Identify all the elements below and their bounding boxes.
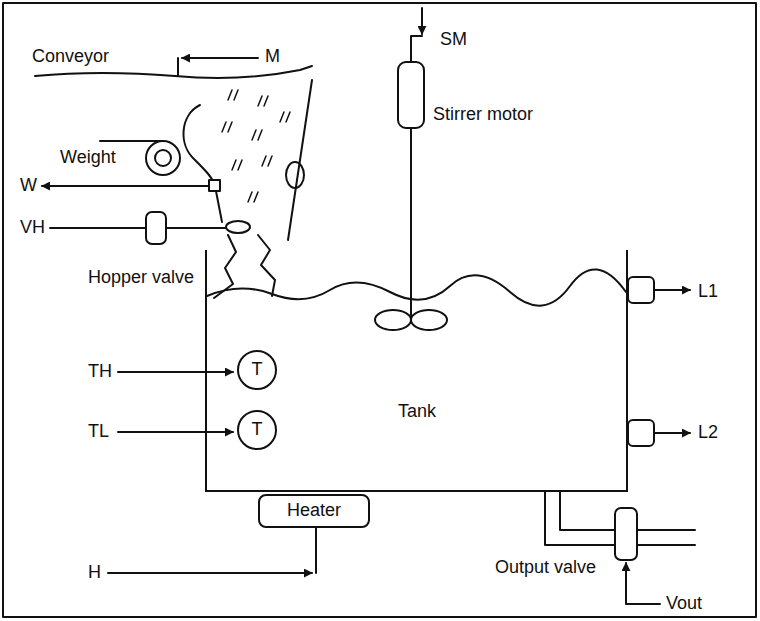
signal-label: Hopper valve (88, 268, 194, 288)
tank-vessel: TankTT (205, 250, 628, 492)
signal-arrow (654, 432, 690, 434)
weight-sensor (146, 141, 180, 175)
signal-arrow (118, 431, 233, 433)
node-text: T (252, 360, 263, 380)
valve-actuator (146, 212, 166, 244)
signal-label: Vout (666, 594, 702, 614)
output-pipe (560, 492, 615, 530)
output-pipe (545, 492, 615, 545)
signal-arrow (654, 289, 690, 291)
signal-label: Weight (60, 148, 116, 168)
weight-transducer (209, 180, 220, 191)
hopper-wall (184, 105, 222, 222)
weight-arm (100, 140, 163, 142)
signal-wire (411, 36, 422, 62)
hopper-wall (288, 80, 312, 240)
signal-label: L1 (698, 282, 718, 302)
stirrer-shaft (410, 128, 412, 316)
impeller-blade (375, 310, 411, 330)
level-sensor (628, 277, 654, 303)
signal-label: TL (88, 422, 109, 442)
signal-label: TH (88, 362, 112, 382)
valve-stem (166, 227, 226, 229)
node-text: T (252, 420, 263, 440)
conveyor-belt (35, 66, 312, 78)
hopper-flap (286, 162, 304, 188)
level-sensor (628, 420, 654, 446)
conveyor-drive (177, 58, 179, 76)
signal-wire (50, 227, 146, 229)
signal-label: Stirrer motor (433, 105, 533, 125)
output-valve (615, 508, 637, 560)
signal-arrow (182, 57, 258, 59)
node-text: Heater (287, 501, 341, 521)
signal-label: Output valve (495, 558, 596, 578)
signal-arrow (626, 563, 660, 604)
signal-wire (315, 528, 317, 573)
signal-arrow (42, 185, 208, 187)
stirrer-motor (398, 62, 424, 128)
signal-label: Conveyor (32, 47, 109, 67)
signal-label: VH (20, 218, 45, 238)
signal-arrow (421, 8, 423, 34)
signal-label: H (88, 563, 101, 583)
signal-arrow (118, 371, 233, 373)
signal-arrow (108, 572, 312, 574)
frame (3, 3, 756, 617)
temperature-sensor: T (237, 350, 277, 390)
material-hatching (222, 90, 290, 202)
signal-label: M (265, 47, 280, 67)
temperature-sensor: T (237, 410, 277, 450)
impeller-blade (411, 310, 447, 330)
heater-box: Heater (258, 494, 370, 528)
falling-material (258, 235, 275, 296)
weight-sensor (155, 150, 171, 166)
signal-label: W (20, 176, 37, 196)
signal-label: SM (440, 30, 467, 50)
signal-label: L2 (698, 423, 718, 443)
output-pipe (637, 530, 695, 545)
liquid-surface (207, 269, 626, 305)
hopper-valve (226, 221, 250, 233)
node-text: Tank (398, 402, 436, 422)
